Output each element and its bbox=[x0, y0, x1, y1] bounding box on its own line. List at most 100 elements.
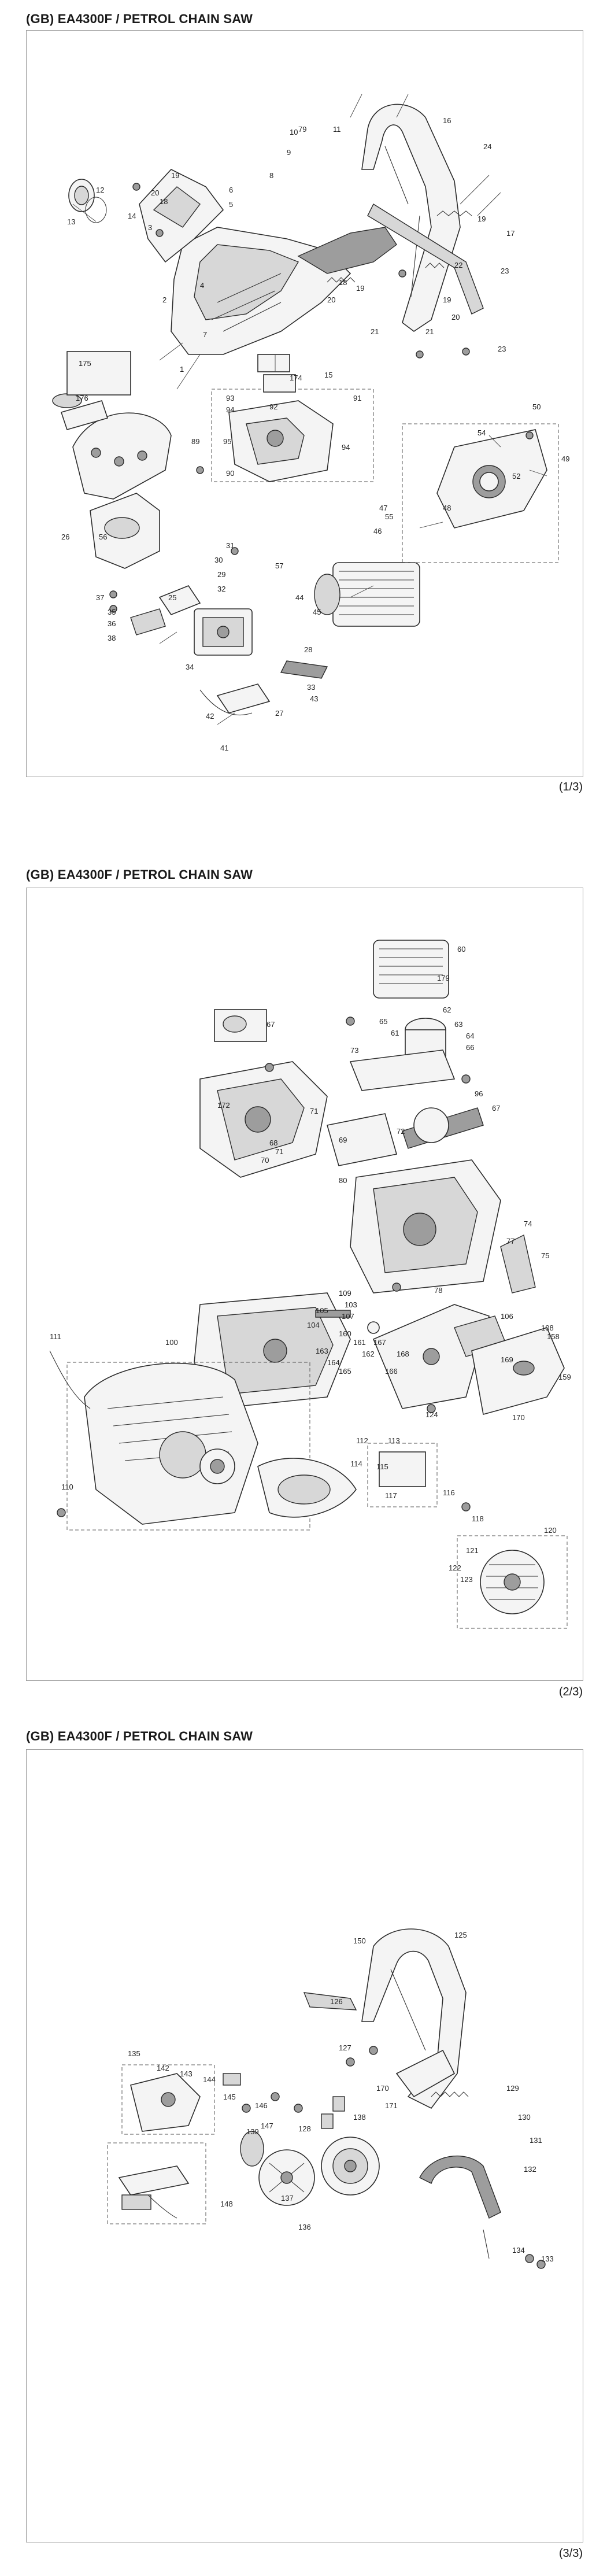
choke-lever bbox=[130, 585, 201, 635]
callout: 142 bbox=[157, 2064, 169, 2072]
callout: 73 bbox=[350, 1046, 358, 1055]
callout: 139 bbox=[246, 2127, 259, 2136]
clutch-assembly bbox=[258, 2149, 315, 2206]
callout: 167 bbox=[373, 1338, 386, 1347]
callout: 80 bbox=[339, 1176, 347, 1185]
callout: 69 bbox=[339, 1136, 347, 1144]
callout: 43 bbox=[310, 694, 318, 703]
callout: 133 bbox=[541, 2255, 554, 2263]
callout: 174 bbox=[290, 374, 302, 382]
callout: 75 bbox=[541, 1251, 549, 1260]
page-2-exploded-diagram: 60 61 62 63 64 65 66 67 67 68 69 70 71 7… bbox=[49, 940, 571, 1629]
callout: 18 bbox=[339, 278, 347, 287]
callout: 94 bbox=[342, 443, 350, 452]
callout: 148 bbox=[220, 2200, 233, 2208]
callout: 116 bbox=[443, 1488, 455, 1497]
callout: 132 bbox=[524, 2165, 536, 2174]
throttle-trigger bbox=[216, 683, 271, 714]
callout: 95 bbox=[223, 437, 231, 446]
callout: 35 bbox=[108, 608, 116, 616]
callout: 72 bbox=[397, 1127, 405, 1136]
callout: 67 bbox=[267, 1020, 275, 1029]
callout: 160 bbox=[339, 1329, 351, 1338]
callout: 20 bbox=[327, 295, 335, 304]
leader-lines bbox=[72, 94, 547, 725]
callout: 104 bbox=[307, 1321, 320, 1329]
callout: 71 bbox=[310, 1107, 318, 1115]
callout: 7 bbox=[203, 330, 207, 339]
callout: 38 bbox=[108, 634, 116, 642]
callout: 10 bbox=[290, 128, 298, 136]
chain-brake-lever bbox=[367, 203, 484, 315]
callout: 122 bbox=[449, 1564, 461, 1572]
brake-lever-arm bbox=[395, 2049, 456, 2098]
callout: 14 bbox=[128, 212, 136, 220]
callout: 111 bbox=[50, 1332, 61, 1341]
callout: 114 bbox=[350, 1459, 362, 1468]
crankcase-right bbox=[350, 1159, 501, 1293]
callout: 74 bbox=[524, 1219, 532, 1228]
callout: 31 bbox=[226, 541, 234, 550]
filter-plate bbox=[60, 400, 109, 430]
rear-handle bbox=[139, 169, 224, 263]
callout: 29 bbox=[217, 570, 225, 579]
callout: 161 bbox=[353, 1338, 366, 1347]
fasteners bbox=[57, 1017, 471, 1517]
page-1-number: (1/3) bbox=[558, 781, 583, 793]
decal-174b bbox=[263, 374, 296, 393]
top-cover bbox=[72, 412, 172, 500]
chain-adjuster bbox=[315, 1310, 380, 1334]
crankshaft bbox=[402, 1107, 484, 1149]
callout: 170 bbox=[376, 2084, 389, 2093]
callout: 123 bbox=[460, 1575, 473, 1584]
decal-174 bbox=[257, 354, 290, 372]
ignition-coil bbox=[379, 1451, 426, 1487]
main-housing bbox=[171, 227, 397, 355]
engine-assembly bbox=[194, 1292, 351, 1409]
callout: 134 bbox=[512, 2246, 525, 2255]
callout: 162 bbox=[362, 1350, 375, 1358]
callout: 3 bbox=[148, 223, 152, 232]
callout: 46 bbox=[373, 527, 382, 535]
page-3-number: (3/3) bbox=[558, 2547, 583, 2560]
callout: 106 bbox=[501, 1312, 513, 1321]
callout: 68 bbox=[269, 1139, 277, 1147]
callout: 96 bbox=[475, 1089, 483, 1098]
callout: 110 bbox=[61, 1483, 73, 1491]
flywheel-group-box bbox=[457, 1535, 568, 1629]
brake-spring bbox=[431, 2091, 469, 2097]
callout: 45 bbox=[313, 608, 321, 616]
page-1-title: (GB) EA4300F / PETROL CHAIN SAW bbox=[26, 12, 253, 26]
callout: 89 bbox=[191, 437, 199, 446]
callout: 64 bbox=[466, 1032, 474, 1040]
callout: 93 bbox=[226, 394, 234, 402]
guard-plate bbox=[303, 1992, 357, 2010]
starter-housing bbox=[84, 1362, 258, 1525]
page-2-diagram-frame: 60 61 62 63 64 65 66 67 67 68 69 70 71 7… bbox=[26, 888, 583, 1681]
ignition-group-box bbox=[367, 1443, 438, 1507]
page-2-title: (GB) EA4300F / PETROL CHAIN SAW bbox=[26, 867, 253, 882]
callout: 20 bbox=[151, 189, 159, 197]
callout: 78 bbox=[434, 1286, 442, 1295]
crankcase-left bbox=[199, 1061, 328, 1178]
callout: 171 bbox=[385, 2101, 398, 2110]
callout: 115 bbox=[376, 1462, 388, 1471]
callout: 166 bbox=[385, 1367, 398, 1376]
callout: 169 bbox=[501, 1355, 513, 1364]
callout: 50 bbox=[532, 402, 541, 411]
callout: 147 bbox=[261, 2122, 273, 2130]
callout: 125 bbox=[454, 1931, 467, 1939]
callout: 19 bbox=[356, 284, 364, 293]
callout: 108 bbox=[541, 1324, 554, 1332]
callout-labels: 60 61 62 63 64 65 66 67 67 68 69 70 71 7… bbox=[50, 945, 571, 1584]
o-ring bbox=[223, 1015, 247, 1033]
callout: 23 bbox=[498, 345, 506, 353]
oil-pump bbox=[130, 2073, 201, 2132]
callout: 1 bbox=[180, 365, 184, 374]
callout: 135 bbox=[128, 2049, 140, 2058]
callout: 168 bbox=[397, 1350, 409, 1358]
clutch-drum bbox=[321, 2137, 380, 2196]
callout: 91 bbox=[353, 394, 361, 402]
callout: 17 bbox=[506, 229, 515, 238]
brake-band bbox=[500, 1234, 536, 1293]
